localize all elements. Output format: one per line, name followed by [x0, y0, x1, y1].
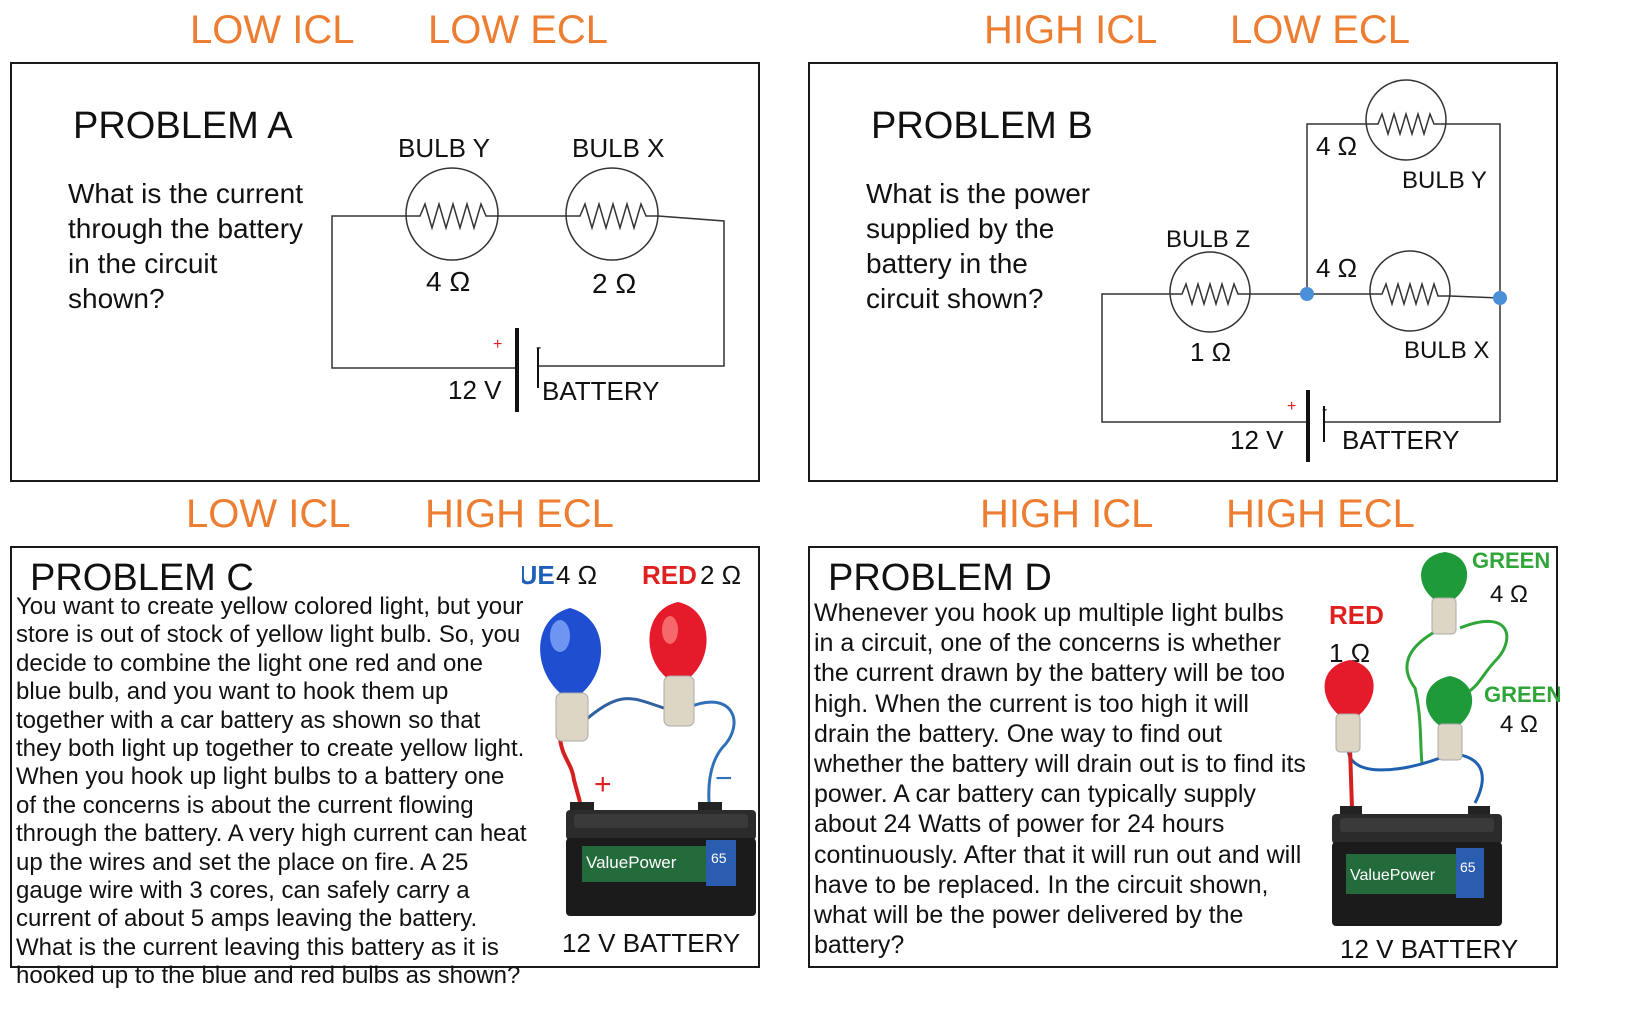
- label-b-icl: HIGH ICL: [984, 8, 1158, 52]
- green1-d-resistance: 4 Ω: [1490, 581, 1528, 608]
- label-a-ecl: LOW ECL: [428, 8, 609, 52]
- wire-a-left: [331, 215, 517, 369]
- wire-b-left: [1101, 293, 1308, 423]
- battery-c-caption: 12 V BATTERY: [562, 928, 740, 958]
- bulb-x-b-label: BULB X: [1404, 337, 1489, 364]
- red-bulb-d-label: RED: [1329, 600, 1384, 630]
- green-bulb-d-upper: [1421, 552, 1468, 635]
- problem-c-title: PROBLEM C: [30, 557, 254, 599]
- red-bulb-c-label: RED: [642, 560, 697, 590]
- bulb-y-a-label: BULB Y: [398, 133, 490, 163]
- battery-d-caption: 12 V BATTERY: [1340, 934, 1518, 964]
- r-z-b-label: 1 Ω: [1190, 337, 1231, 367]
- illustration-c: BLUE 4 Ω RED 2 Ω + − Va: [522, 560, 756, 958]
- problem-c-text: You want to create yellow colored light,…: [16, 593, 527, 990]
- battery-b-symbol: [1306, 390, 1325, 462]
- battery-brand-d: ValuePower: [1350, 867, 1436, 884]
- plus-b: +: [1287, 398, 1296, 415]
- car-battery-c: ValuePower 65: [566, 802, 756, 916]
- problem-b-title: PROBLEM B: [871, 105, 1093, 147]
- panel-problem-b: PROBLEM B What is the power supplied by …: [808, 62, 1558, 482]
- problem-b-question: What is the power supplied by the batter…: [866, 178, 1091, 314]
- panel-problem-c: PROBLEM C You want to create yellow colo…: [10, 546, 760, 989]
- wire-b-up: [1306, 123, 1366, 294]
- bulb-x-a-label: BULB X: [572, 133, 665, 163]
- label-c-ecl: HIGH ECL: [425, 492, 614, 536]
- red-wire-c: [558, 737, 582, 803]
- voltage-a-label: 12 V: [448, 375, 502, 405]
- problem-d-title: PROBLEM D: [828, 557, 1052, 599]
- r-x-a-label: 2 Ω: [592, 268, 636, 299]
- bulb-y-a: [405, 167, 499, 261]
- wire-b-x-node: [1449, 295, 1501, 299]
- minus-b: -: [1322, 401, 1327, 418]
- minus-c: −: [715, 762, 733, 795]
- blue-bulb-c-label: BLUE: [522, 560, 555, 590]
- bulb-x-a: [565, 167, 659, 261]
- label-b-ecl: LOW ECL: [1230, 8, 1411, 52]
- battery-a-symbol: [515, 328, 539, 412]
- voltage-b-label: 12 V: [1230, 425, 1284, 455]
- r-y-a-label: 4 Ω: [426, 266, 470, 297]
- plus-c: +: [594, 768, 612, 801]
- bulb-y-b: [1365, 79, 1447, 161]
- wire-b-top-right: [1446, 123, 1501, 298]
- minus-a: -: [536, 339, 541, 356]
- problem-a-title: PROBLEM A: [73, 105, 293, 147]
- node-b-left: [1300, 287, 1314, 301]
- plus-a: +: [493, 336, 502, 353]
- node-b-right: [1493, 291, 1507, 305]
- blue-wire-d-lower: [1346, 747, 1441, 772]
- label-a-icl: LOW ICL: [190, 8, 355, 52]
- blue-wire-d: [1454, 752, 1484, 804]
- bulb-x-b: [1369, 250, 1451, 332]
- battery-brand-c: ValuePower: [586, 853, 677, 872]
- battery-model-c: 65: [711, 850, 727, 866]
- r-x-b-label: 4 Ω: [1316, 253, 1357, 283]
- wire-b-right: [1324, 298, 1501, 423]
- green-wire-d-upper: [1459, 620, 1509, 698]
- bulb-z-b: [1169, 251, 1251, 333]
- circuit-a: BULB Y BULB X 4 Ω 2 Ω + - 12 V BATTERY: [331, 133, 725, 412]
- blue-bulb-c-resistance: 4 Ω: [556, 560, 597, 590]
- problem-a-question: What is the current through the battery …: [68, 178, 304, 314]
- red-wire-d: [1348, 747, 1354, 809]
- battery-a-label: BATTERY: [542, 376, 660, 406]
- green-wire-d-lower: [1405, 628, 1439, 764]
- illustration-d: RED 1 Ω GREEN 4 Ω GREEN 4 Ω: [1324, 548, 1560, 964]
- circuit-b: 4 Ω BULB Y BULB Z 4 Ω 1 Ω BULB X + - 12 …: [1101, 79, 1507, 462]
- r-y-b-label: 4 Ω: [1316, 131, 1357, 161]
- bulb-z-b-label: BULB Z: [1166, 226, 1250, 253]
- red-bulb-c-resistance: 2 Ω: [700, 560, 741, 590]
- car-battery-d: ValuePower 65: [1332, 806, 1502, 926]
- battery-b-label: BATTERY: [1342, 425, 1460, 455]
- blue-bulb-c: [540, 608, 602, 742]
- green1-d-label: GREEN: [1472, 548, 1550, 573]
- label-d-icl: HIGH ICL: [980, 492, 1154, 536]
- green2-d-label: GREEN: [1484, 682, 1560, 707]
- label-c-icl: LOW ICL: [186, 492, 351, 536]
- bulb-y-b-label: BULB Y: [1402, 167, 1487, 194]
- wire-a-right: [538, 215, 725, 367]
- red-bulb-d: [1324, 660, 1374, 753]
- red-bulb-c: [649, 602, 707, 727]
- panel-problem-a: PROBLEM A What is the current through th…: [10, 62, 760, 482]
- problem-d-text: Whenever you hook up multiple light bulb…: [814, 599, 1306, 960]
- panel-problem-d: PROBLEM D Whenever you hook up multiple …: [808, 546, 1560, 968]
- battery-model-d: 65: [1460, 859, 1476, 875]
- green2-d-resistance: 4 Ω: [1500, 711, 1538, 738]
- blue-wire-c-between: [581, 697, 665, 725]
- blue-wire-c-right: [686, 700, 736, 803]
- green-bulb-d-lower: [1426, 676, 1473, 761]
- label-d-ecl: HIGH ECL: [1226, 492, 1415, 536]
